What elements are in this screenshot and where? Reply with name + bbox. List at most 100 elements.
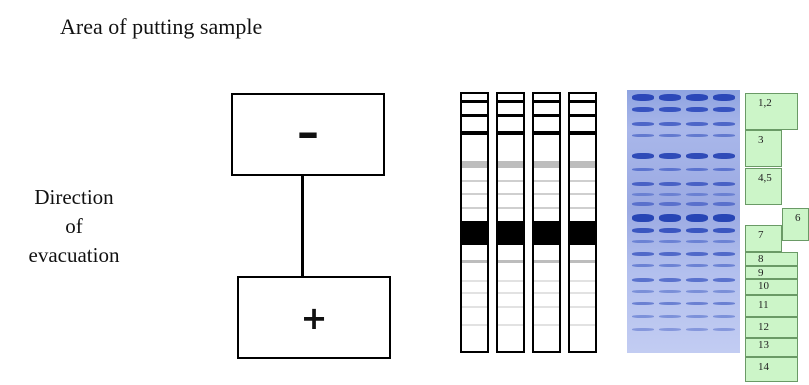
gel-band (659, 315, 681, 318)
direction-caption: Direction of evacuation (10, 183, 138, 270)
gel-band (686, 228, 708, 233)
gel-band (659, 193, 681, 196)
band-label: 10 (745, 279, 798, 295)
gel-band (686, 107, 708, 112)
gel-band (686, 328, 708, 331)
gel-band (713, 302, 735, 305)
strip-band (570, 180, 595, 182)
band-label: 12 (745, 317, 798, 338)
strip-band (498, 193, 523, 195)
strip-band (462, 131, 487, 135)
strip-band (462, 193, 487, 195)
gel-band (713, 153, 735, 159)
gel-band (632, 315, 654, 318)
strip-band (534, 180, 559, 182)
gel-band (686, 193, 708, 196)
gel-band (713, 214, 735, 222)
gel-band (632, 302, 654, 305)
strip-band (570, 114, 595, 117)
gel-strip (532, 92, 561, 353)
strip-band (534, 207, 559, 209)
gel-band (659, 122, 681, 126)
gel-band (659, 290, 681, 293)
gel-band (686, 122, 708, 126)
gel-band (713, 240, 735, 243)
gel-band (713, 252, 735, 256)
strip-band (462, 114, 487, 117)
minus-sign: – (297, 106, 319, 158)
strip-band (570, 100, 595, 103)
gel-band (686, 278, 708, 282)
gel-strip (496, 92, 525, 353)
gel-band (632, 134, 654, 137)
strip-band (462, 280, 487, 282)
gel-lane (686, 90, 708, 353)
gel-band (713, 328, 735, 331)
gel-band (686, 290, 708, 293)
gel-band (713, 122, 735, 126)
gel-band (659, 107, 681, 112)
strip-band (534, 324, 559, 326)
plus-sign: + (300, 298, 328, 337)
gel-band (659, 214, 681, 222)
gel-band (686, 94, 708, 101)
gel-band (686, 202, 708, 206)
gel-band (713, 264, 735, 267)
band-label: 3 (745, 130, 782, 167)
gel-band (659, 153, 681, 159)
gel-band (686, 252, 708, 256)
gel-band (632, 202, 654, 206)
gel-band (686, 264, 708, 267)
gel-band (632, 153, 654, 159)
strip-band (570, 280, 595, 282)
strip-band (498, 207, 523, 209)
band-label: 8 (745, 252, 798, 266)
strip-band (462, 207, 487, 209)
gel-band (632, 193, 654, 196)
gel-band (659, 302, 681, 305)
gel-band (713, 107, 735, 112)
strip-band (498, 260, 523, 263)
band-label: 14 (745, 357, 798, 382)
band-label: 9 (745, 266, 798, 279)
gel-lane (659, 90, 681, 353)
gel-band (686, 302, 708, 305)
positive-electrode: + (237, 276, 391, 359)
gel-band (659, 278, 681, 282)
gel-band (659, 134, 681, 137)
gel-band (713, 94, 735, 101)
strip-band (534, 193, 559, 195)
strip-band (570, 161, 595, 168)
gel-band (713, 193, 735, 196)
gel-band (632, 278, 654, 282)
gel-band (713, 290, 735, 293)
gel-band (686, 214, 708, 222)
gel-band (632, 214, 654, 222)
band-label: 6 (782, 208, 809, 241)
gel-band (659, 264, 681, 267)
gel-band (632, 264, 654, 267)
gel-band (713, 134, 735, 137)
strip-band (534, 161, 559, 168)
negative-electrode: – (231, 93, 385, 176)
strip-band (498, 292, 523, 294)
gel-band (632, 240, 654, 243)
strip-band (462, 180, 487, 182)
strip-band (498, 280, 523, 282)
strip-band (462, 324, 487, 326)
strip-band (534, 131, 559, 135)
strip-band (534, 292, 559, 294)
gel-band (686, 182, 708, 186)
direction-line-2: of (65, 214, 83, 238)
strip-band (570, 131, 595, 135)
direction-line-3: evacuation (28, 243, 120, 267)
direction-line-1: Direction (34, 185, 114, 209)
strip-band (534, 221, 559, 245)
gel-band (659, 228, 681, 233)
band-label: 7 (745, 225, 782, 252)
gel-band (686, 153, 708, 159)
strip-band (462, 306, 487, 308)
strip-band (534, 306, 559, 308)
band-label: 13 (745, 338, 798, 357)
gel-band (713, 228, 735, 233)
